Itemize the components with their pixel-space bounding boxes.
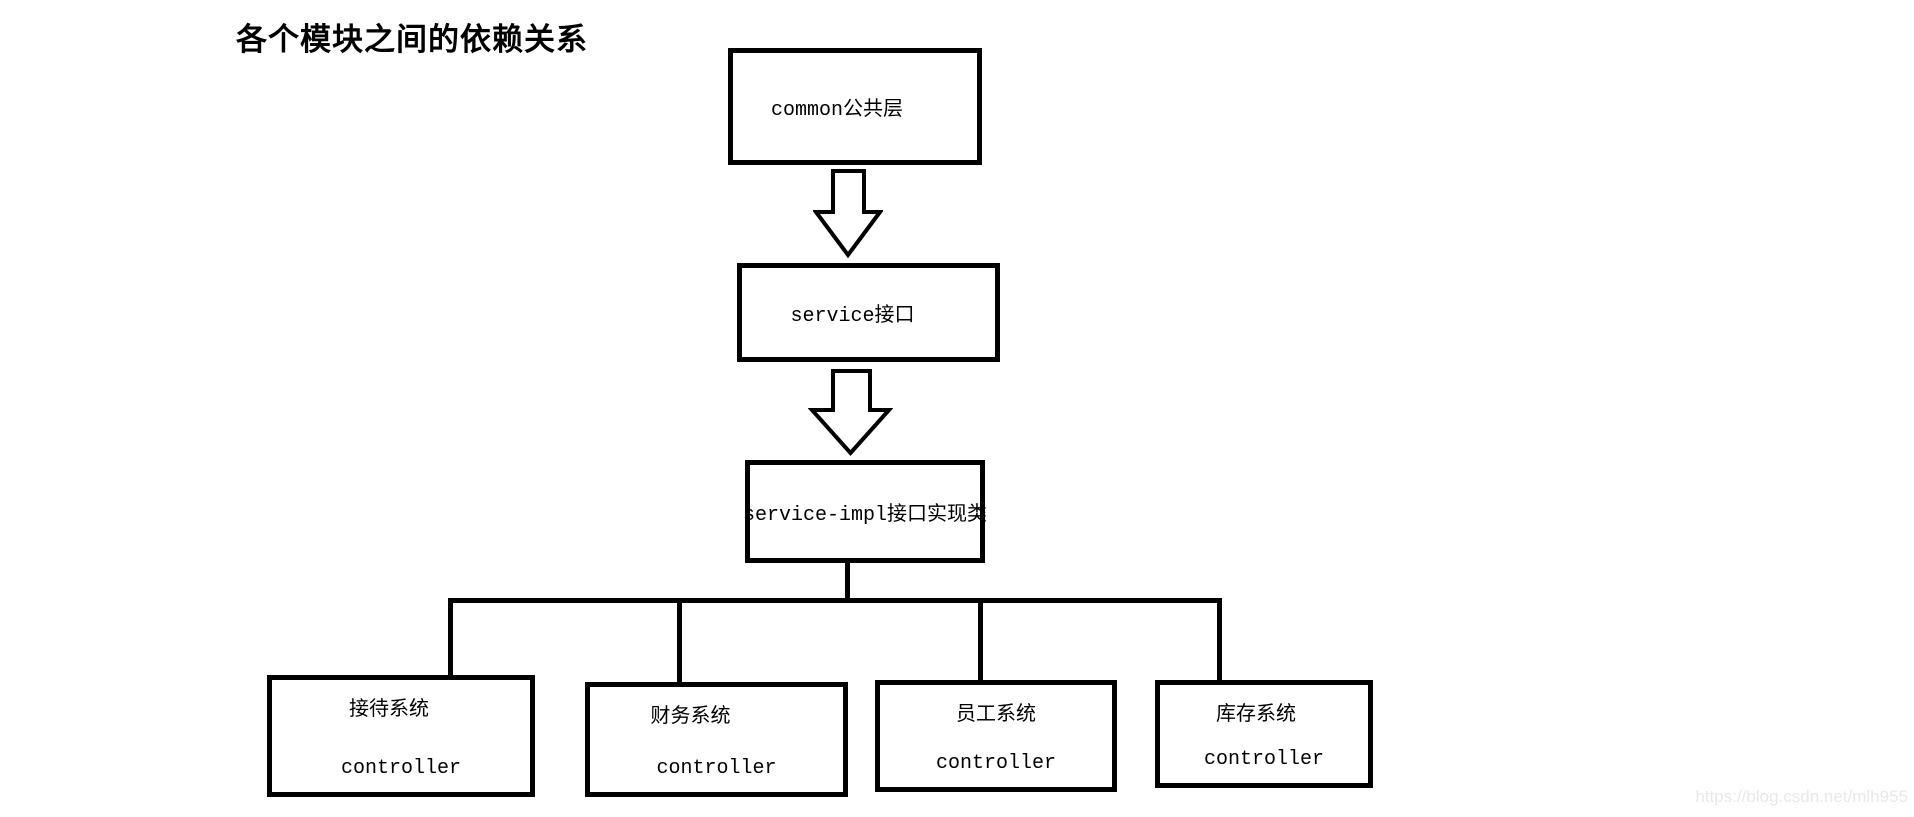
node-service-label: service接口	[790, 304, 915, 328]
connector-stub-from-service-impl	[845, 561, 850, 603]
node-inventory-label: 库存系统	[1216, 704, 1296, 727]
node-employee-system: 员工系统 controller	[875, 680, 1117, 792]
connector-rail	[448, 598, 1222, 603]
node-service-impl: service-impl接口实现类	[742, 460, 988, 563]
node-reception-sublabel: controller	[340, 757, 462, 780]
node-finance-label: 财务系统	[650, 706, 731, 729]
node-inventory-sublabel: controller	[1203, 748, 1325, 771]
node-reception-label: 接待系统	[349, 699, 429, 722]
node-finance-system: 财务系统 controller	[585, 682, 848, 797]
down-arrow-icon	[808, 369, 893, 456]
connector-drop-reception	[448, 600, 453, 678]
page-title: 各个模块之间的依赖关系	[236, 22, 588, 58]
connector-drop-inventory	[1217, 600, 1222, 683]
node-service: service接口	[737, 263, 1000, 362]
node-common-label: common公共层	[770, 98, 903, 122]
csdn-watermark: https://blog.csdn.net/mlh955	[1695, 787, 1908, 806]
node-inventory-system: 库存系统 controller	[1155, 680, 1373, 788]
node-employee-label: 员工系统	[956, 704, 1036, 727]
node-service-impl-label: service-impl接口实现类	[742, 503, 988, 527]
node-employee-sublabel: controller	[935, 752, 1057, 775]
connector-drop-employee	[978, 600, 983, 683]
node-finance-sublabel: controller	[656, 757, 777, 780]
node-reception-system: 接待系统 controller	[267, 675, 535, 797]
down-arrow-icon	[813, 169, 883, 258]
connector-drop-finance	[677, 600, 682, 685]
node-common: common公共层	[728, 48, 982, 165]
